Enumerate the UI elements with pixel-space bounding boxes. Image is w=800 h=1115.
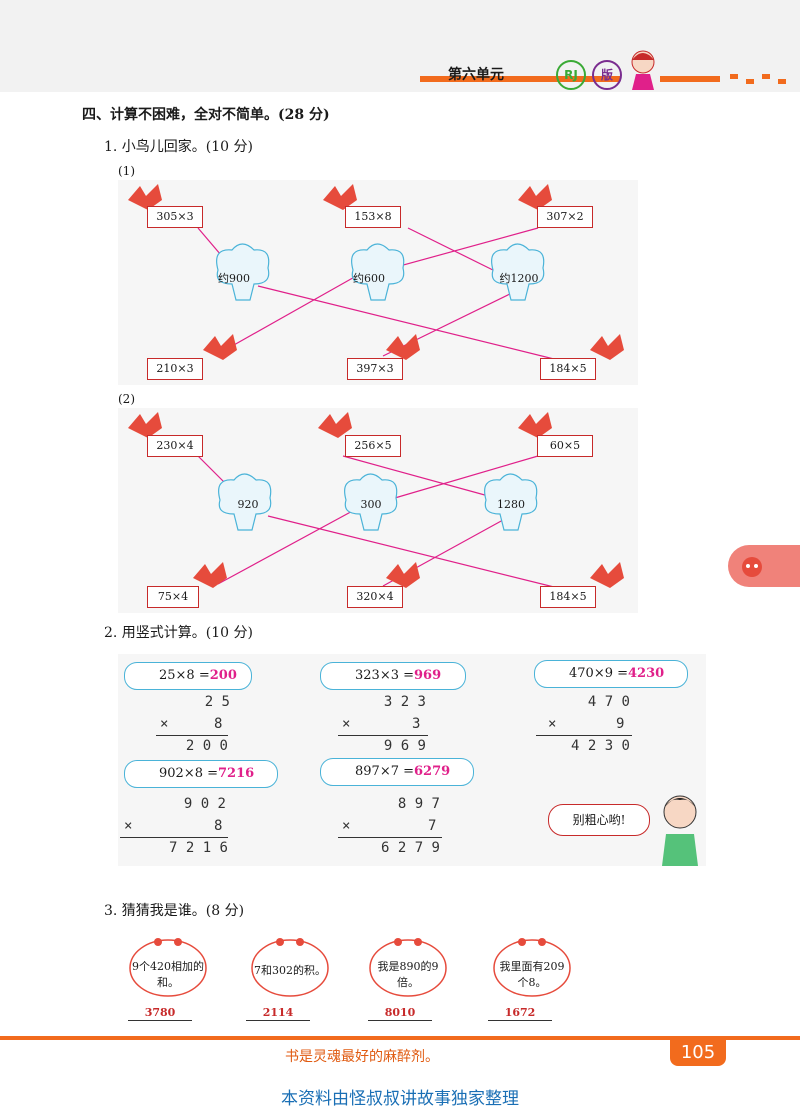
guess-answer: 2114: [262, 1006, 294, 1019]
calc-mult: 8: [214, 716, 223, 732]
guess-answer: 3780: [144, 1006, 176, 1019]
calc-top: 8 9 7: [397, 796, 440, 812]
calc-underline: [338, 735, 428, 736]
calc-answer: 4230: [628, 666, 665, 681]
calc-pill: 897×7 =6279: [320, 758, 474, 786]
bird-box: 184×5: [540, 358, 596, 380]
answer-line: [128, 1020, 192, 1021]
tree-label: 约600: [353, 272, 385, 285]
calc-pill: 25×8 =200: [124, 662, 252, 690]
speech-bubble: 别粗心哟!: [548, 804, 650, 836]
calc-result: 4 2 3 0: [570, 738, 630, 754]
q1-title: 1. 小鸟儿回家。(10 分): [104, 139, 253, 155]
bird-box: 307×2: [537, 206, 593, 228]
calc-answer: 7216: [218, 766, 255, 781]
calc-pill: 323×3 =969: [320, 662, 466, 690]
fox-icon: [742, 557, 762, 577]
side-tab: [728, 545, 800, 587]
calc-expression: 323×3 =: [355, 668, 415, 683]
tree-label: 约1200: [499, 272, 539, 285]
page-number: 105: [670, 1040, 726, 1066]
fairy-girl-icon: [631, 50, 655, 90]
calc-top: 9 0 2: [183, 796, 226, 812]
bird-box: 397×3: [347, 358, 403, 380]
guess-answer: 8010: [384, 1006, 416, 1019]
footer-line: [0, 1036, 800, 1040]
calc-underline: [338, 837, 442, 838]
guess-answer: 1672: [504, 1006, 536, 1019]
rj-badge: RJ: [556, 60, 586, 90]
q1-part1-label: (1): [118, 164, 135, 178]
bird-box: 60×5: [537, 435, 593, 457]
calc-answer: 969: [414, 668, 442, 683]
calc-op: ×: [342, 818, 351, 834]
calc-op: ×: [548, 716, 557, 732]
bird-box: 320×4: [347, 586, 403, 608]
bird-box: 210×3: [147, 358, 203, 380]
bird-box: 256×5: [345, 435, 401, 457]
bird-box: 230×4: [147, 435, 203, 457]
calc-top: 2 5: [204, 694, 230, 710]
unit-title: 第六单元: [448, 67, 504, 83]
calc-op: ×: [124, 818, 133, 834]
calc-top: 3 2 3: [383, 694, 426, 710]
calc-answer: 6279: [414, 764, 451, 779]
calc-underline: [156, 735, 228, 736]
calc-expression: 470×9 =: [569, 666, 629, 681]
bottom-note: 本资料由怪叔叔讲故事独家整理: [281, 1089, 519, 1109]
calc-mult: 7: [428, 818, 437, 834]
q3-title: 3. 猜猜我是谁。(8 分): [104, 903, 245, 919]
q3-creatures: [129, 938, 571, 997]
tree-label: 300: [360, 498, 382, 511]
calc-op: ×: [160, 716, 169, 732]
calc-pill: 902×8 =7216: [124, 760, 278, 788]
answer-line: [368, 1020, 432, 1021]
calc-mult: 3: [412, 716, 421, 732]
clue-text: 7和302的积。: [254, 964, 326, 977]
answer-line: [488, 1020, 552, 1021]
calc-top: 4 7 0: [587, 694, 630, 710]
clue-text: 我里面有209个8。: [499, 960, 565, 989]
edition-badge: 版: [592, 60, 622, 90]
calc-result: 7 2 1 6: [168, 840, 228, 856]
calc-result: 9 6 9: [383, 738, 426, 754]
calc-op: ×: [342, 716, 351, 732]
calc-expression: 25×8 =: [159, 668, 210, 683]
bird-box: 184×5: [540, 586, 596, 608]
calc-underline: [120, 837, 228, 838]
calc-pill: 470×9 =4230: [534, 660, 688, 688]
calc-underline: [536, 735, 632, 736]
footer-motto: 书是灵魂最好的麻醉剂。: [285, 1049, 439, 1065]
calc-mult: 9: [616, 716, 625, 732]
calc-mult: 8: [214, 818, 223, 834]
q1-part2-label: (2): [118, 392, 135, 406]
calc-expression: 902×8 =: [159, 766, 219, 781]
bird-box: 75×4: [147, 586, 199, 608]
clue-text: 9个420相加的和。: [132, 960, 204, 989]
clue-text: 我是890的9倍。: [377, 960, 439, 989]
section-title: 四、计算不困难，全对不简单。(28 分): [82, 107, 330, 123]
calc-result: 2 0 0: [185, 738, 228, 754]
calc-answer: 200: [209, 668, 237, 683]
bird-box: 305×3: [147, 206, 203, 228]
header-stripe: [420, 74, 786, 84]
tree-label: 约900: [218, 272, 250, 285]
bird-box: 153×8: [345, 206, 401, 228]
boy-icon: [662, 795, 698, 866]
calc-result: 6 2 7 9: [380, 840, 440, 856]
answer-line: [246, 1020, 310, 1021]
calc-expression: 897×7 =: [355, 764, 415, 779]
q2-title: 2. 用竖式计算。(10 分): [104, 625, 253, 641]
tree-label: 920: [237, 498, 259, 511]
tree-label: 1280: [497, 498, 525, 511]
